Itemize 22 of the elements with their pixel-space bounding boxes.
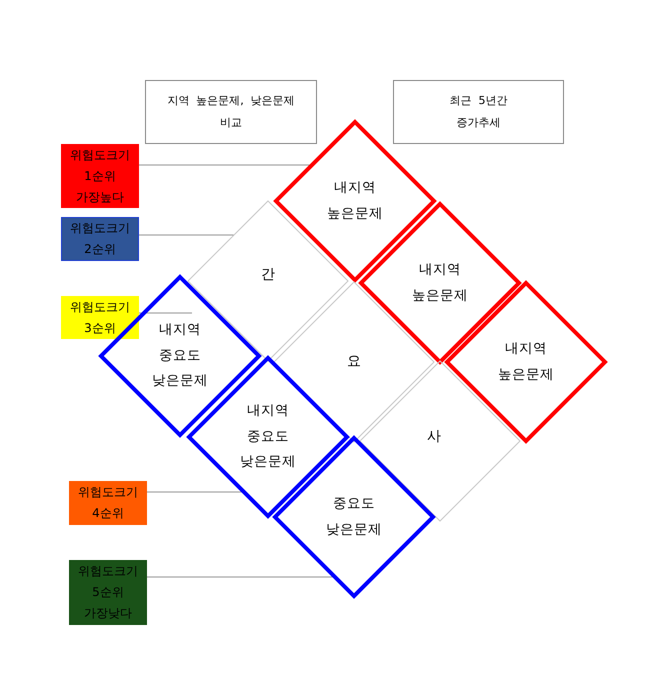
risk-level-tag: 위험도크기 4순위 [69, 481, 147, 525]
diamond-label: 내지역 높은문제 [411, 260, 469, 305]
grid-letter: 간 [260, 266, 276, 285]
diamond-label: 내지역 높은문제 [497, 339, 555, 384]
diamond-label: 내지역 중요도 낮은문제 [239, 402, 297, 472]
leader-line [146, 576, 336, 578]
diamond-label: 내지역 중요도 낮은문제 [151, 320, 209, 391]
diamond-label: 중요도 낮은문제 [325, 494, 383, 539]
risk-level-tag: 위험도크기 2순위 [61, 217, 139, 261]
grid-letter: 요 [346, 352, 362, 372]
leader-line [138, 164, 312, 166]
risk-level-tag: 위험도크기 5순위 가장낮다 [69, 560, 147, 625]
leader-line [138, 312, 192, 314]
note-box [145, 80, 317, 144]
risk-level-tag: 위험도크기 3순위 [61, 296, 139, 339]
leader-line [138, 234, 234, 236]
note-text: 지역 높은문제, 낮은문제 비교 [166, 93, 296, 131]
risk-level-tag: 위험도크기 1순위 가장높다 [61, 144, 139, 208]
note-box [393, 80, 564, 144]
diamond-label: 내지역 높은문제 [326, 178, 384, 223]
grid-letter: 사 [426, 428, 442, 447]
note-text: 최근 5년간 증가추세 [448, 93, 508, 131]
